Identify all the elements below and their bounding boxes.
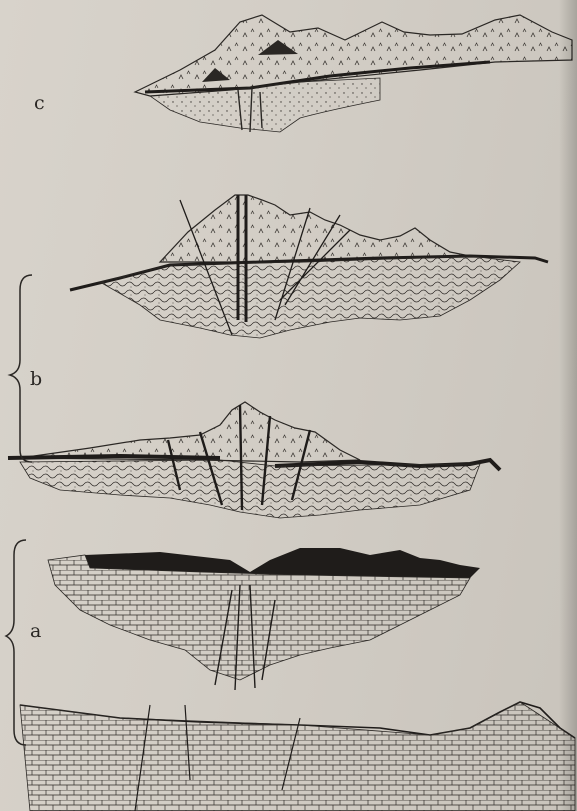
panel-b-lower-basement [20, 460, 480, 518]
panel-b-upper-diagram [70, 195, 548, 338]
panel-label-a: a [30, 622, 41, 641]
panel-label-c: c [34, 94, 45, 113]
panel-b-upper-basement [100, 256, 520, 338]
panel-b-upper-volcanic-pile [160, 195, 470, 262]
panel-c-diagram [135, 15, 572, 132]
panel-b-lower-diagram [8, 402, 500, 518]
brace-b [10, 275, 32, 462]
page-edge-shadow [559, 0, 577, 811]
panel-a-lower-folded-basement [20, 702, 575, 811]
panel-label-b: b [30, 370, 42, 389]
panel-a-lower-diagram [20, 702, 575, 811]
panel-a-upper-diagram [48, 548, 480, 690]
